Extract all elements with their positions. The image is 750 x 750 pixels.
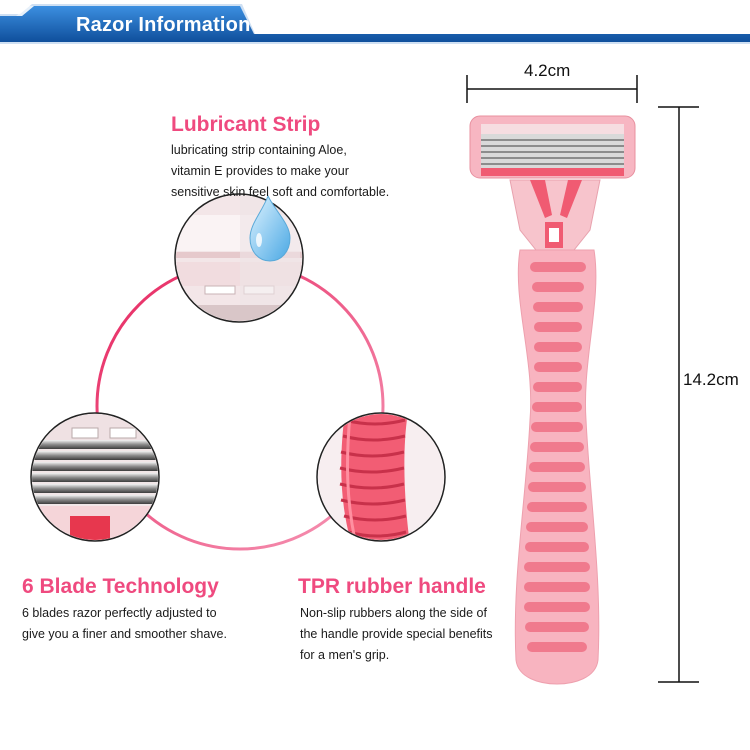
header-title: Razor Information: [76, 14, 251, 36]
razor-illustration: [469, 115, 636, 685]
handle-line: for a men's grip.: [300, 648, 390, 662]
blades-title: 6 Blade Technology: [22, 575, 219, 598]
handle-description: Non-slip rubbers along the side of the h…: [300, 603, 493, 666]
blades-zoom-bubble: [30, 412, 160, 542]
lubricant-title: Lubricant Strip: [171, 113, 321, 136]
lubricant-zoom-bubble: [174, 193, 304, 323]
header-banner: Razor Information: [0, 0, 750, 46]
lubricant-line: lubricating strip containing Aloe,: [171, 143, 347, 157]
blades-line: give you a finer and smoother shave.: [22, 627, 227, 641]
lubricant-line: vitamin E provides to make your: [171, 164, 349, 178]
blades-line: 6 blades razor perfectly adjusted to: [22, 606, 217, 620]
width-dimension-line: [466, 75, 638, 103]
lubricant-line: sensitive skin feel soft and comfortable…: [171, 185, 390, 199]
handle-line: Non-slip rubbers along the side of: [300, 606, 487, 620]
handle-zoom-bubble: [316, 412, 446, 542]
header-ribbon-shape: [0, 4, 750, 44]
blades-description: 6 blades razor perfectly adjusted to giv…: [22, 603, 227, 645]
height-label: 14.2cm: [683, 370, 739, 389]
width-label: 4.2cm: [524, 61, 571, 80]
height-dimension-line: [658, 106, 699, 683]
lubricant-description: lubricating strip containing Aloe, vitam…: [171, 140, 389, 203]
handle-title: TPR rubber handle: [298, 575, 486, 598]
handle-line: the handle provide special benefits: [300, 627, 493, 641]
